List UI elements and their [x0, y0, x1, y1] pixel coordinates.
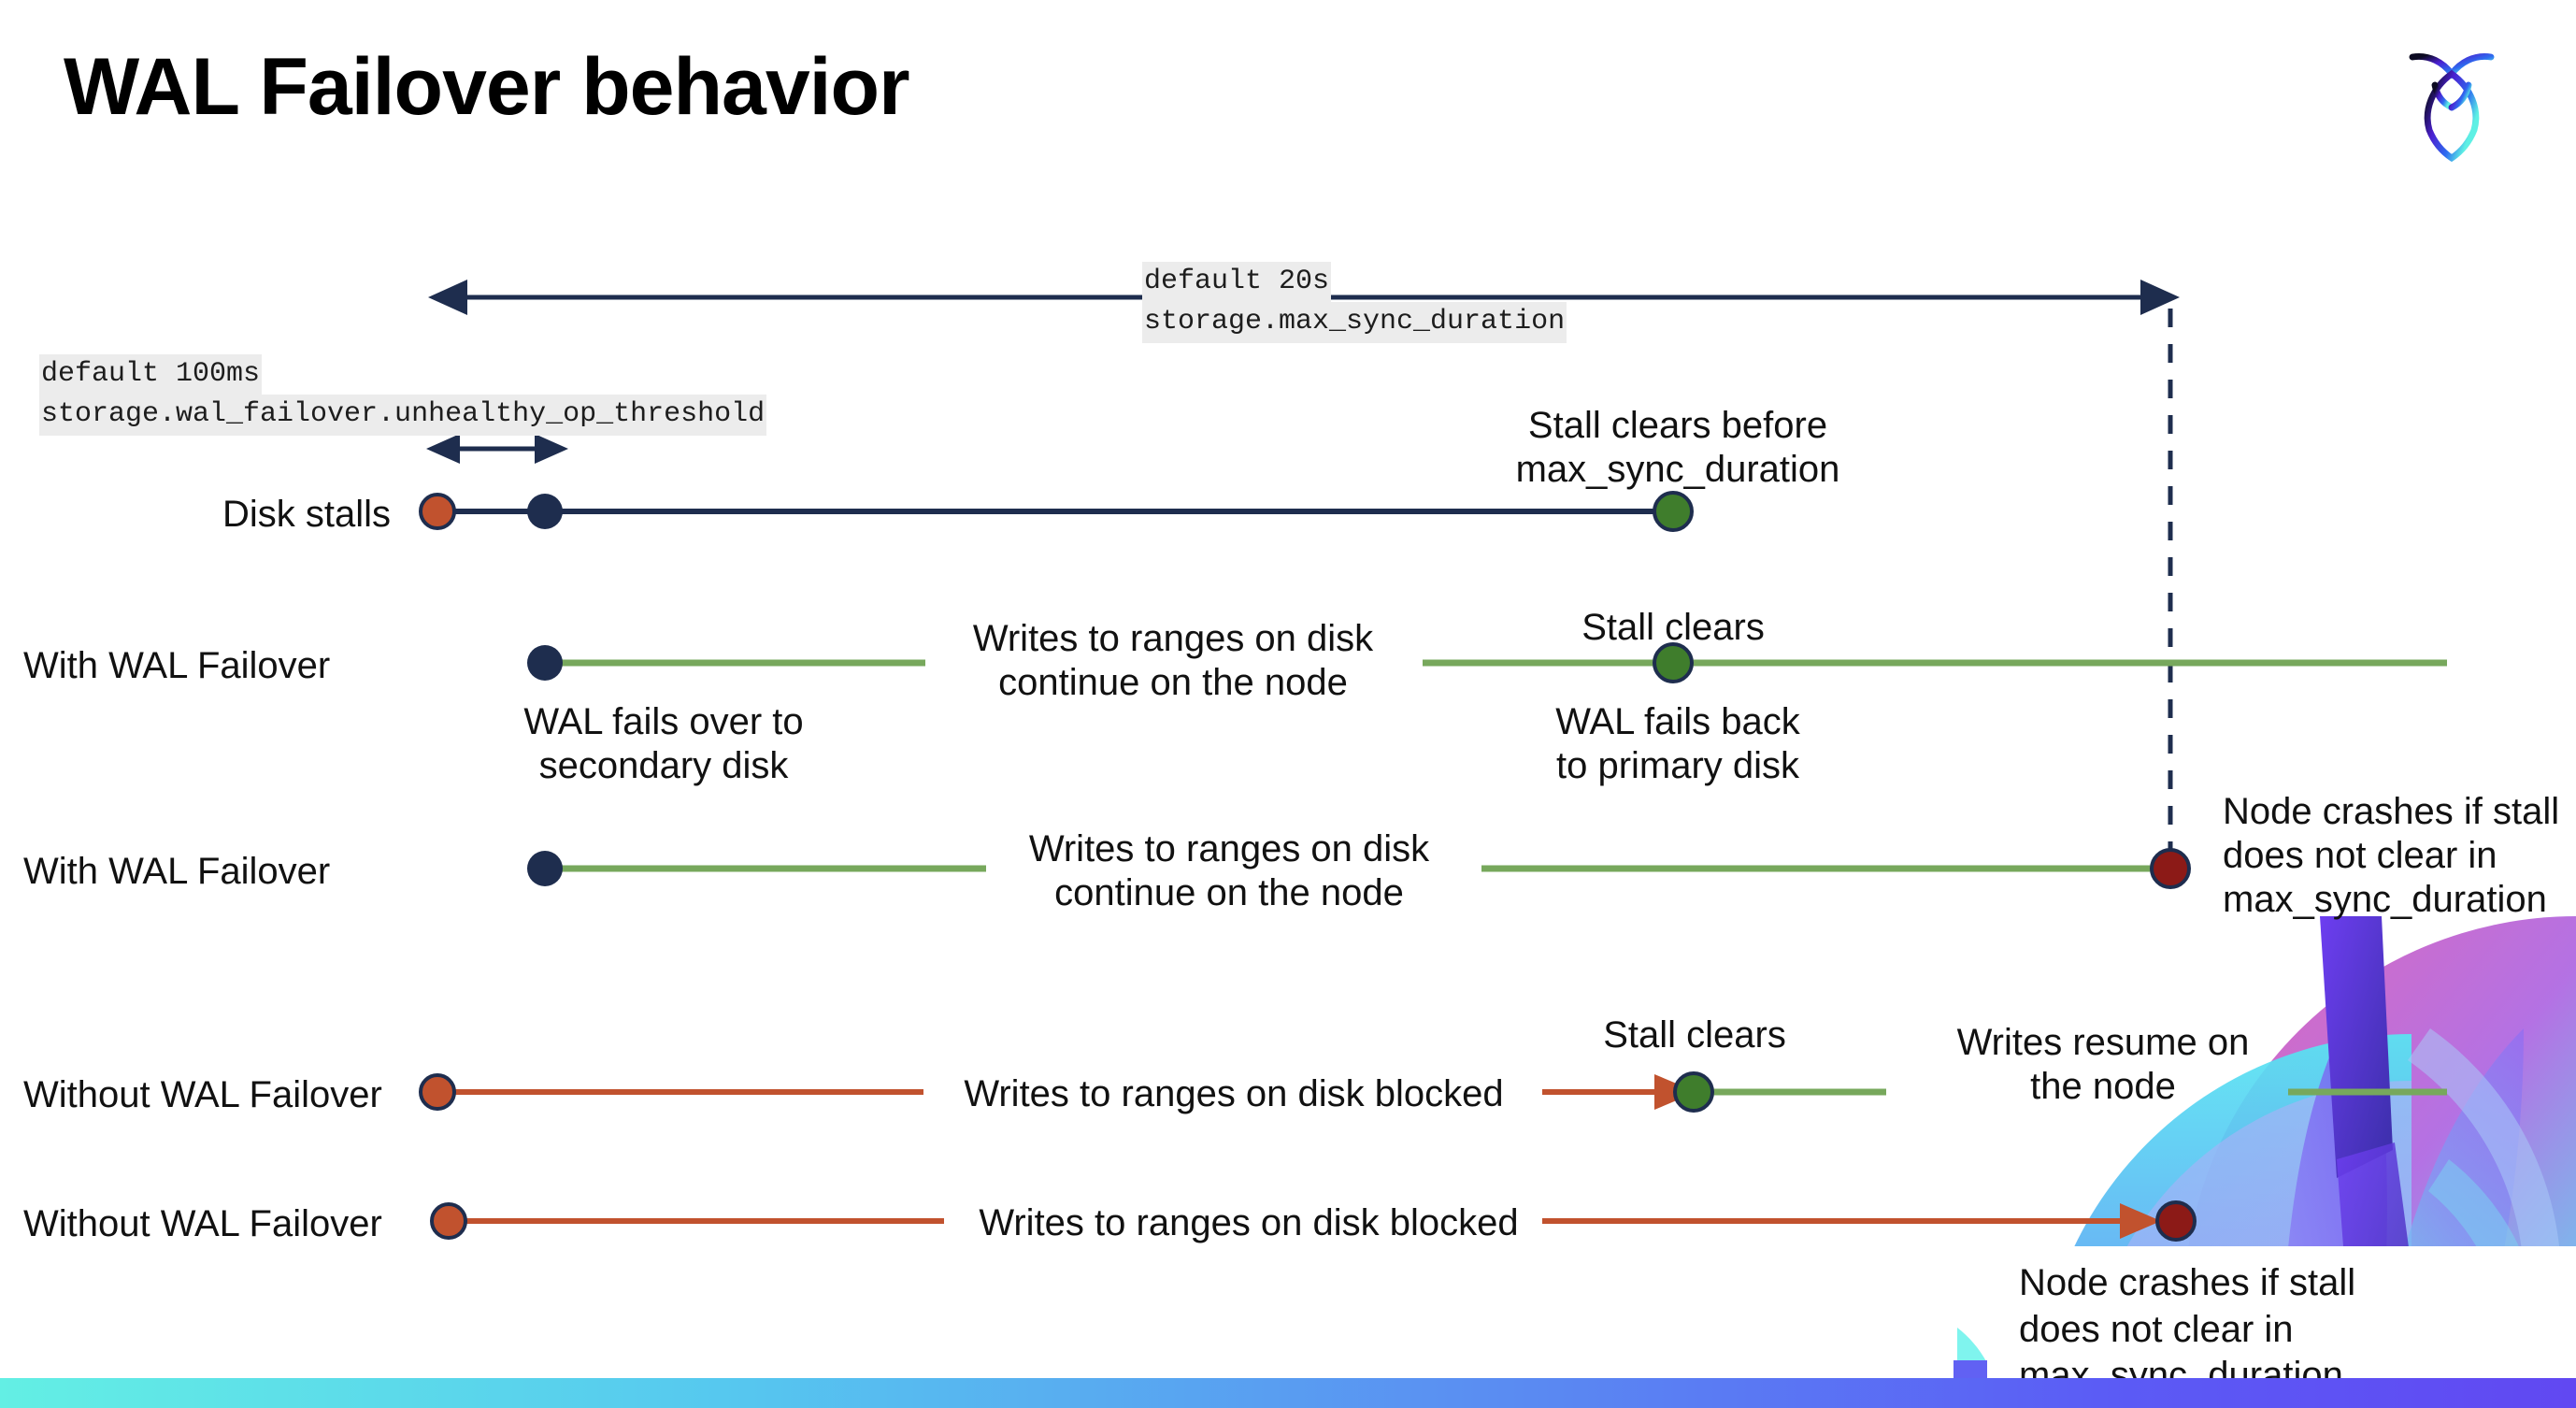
row-with-wal-failover-crashes-track: [527, 848, 2191, 889]
unhealthy-threshold-default-chip: default 100ms: [39, 354, 263, 395]
row-without-wal-failover-recovers-track: [419, 1071, 2447, 1113]
annot-writes-continue-1: Writes to ranges on disk continue on the…: [972, 618, 1374, 704]
marker-failover-start: [527, 645, 563, 681]
unhealthy-threshold-setting-chip: storage.wal_failover.unhealthy_op_thresh…: [39, 395, 767, 436]
marker-stall-clears-green: [1653, 491, 1694, 532]
row-label-disk-stalls: Disk stalls: [222, 494, 392, 535]
annot-wal-fails-back: WAL fails back to primary disk: [1555, 701, 1800, 787]
marker-failover-start-2: [527, 851, 563, 886]
bottom-accent-bar: [0, 1378, 2576, 1408]
annot-stall-clears-before-max-sync: Stall clears before max_sync_duration: [1515, 405, 1840, 491]
unhealthy-threshold-span-arrow: [426, 434, 568, 464]
marker-stall-start-3: [430, 1202, 467, 1240]
marker-node-crash-1: [2150, 848, 2191, 889]
annot-stall-clears-1: Stall clears: [1581, 607, 1765, 648]
row-label-with-wal-failover-2: With WAL Failover: [23, 851, 331, 892]
annot-writes-blocked-1: Writes to ranges on disk blocked: [964, 1073, 1504, 1114]
max-sync-duration-default-chip: default 20s: [1142, 262, 1332, 303]
max-sync-duration-setting-chip: storage.max_sync_duration: [1142, 302, 1567, 343]
annot-writes-resume: Writes resume on the node: [1956, 1022, 2250, 1108]
marker-threshold-crossed: [527, 494, 563, 529]
row-disk-stalls-track: [419, 491, 1694, 532]
annot-writes-blocked-2: Writes to ranges on disk blocked: [979, 1202, 1519, 1243]
row-without-wal-failover-crashes-track: [430, 1200, 2197, 1242]
row-label-without-wal-failover-1: Without WAL Failover: [23, 1074, 382, 1115]
annot-node-crashes-1: Node crashes if stall does not clear in …: [2223, 791, 2560, 921]
marker-stall-start-2: [419, 1073, 456, 1111]
marker-node-crash-2: [2155, 1200, 2197, 1242]
annot-wal-fails-over: WAL fails over to secondary disk: [523, 701, 804, 787]
row-label-without-wal-failover-2: Without WAL Failover: [23, 1203, 382, 1244]
row-label-with-wal-failover-1: With WAL Failover: [23, 645, 331, 686]
cockroachdb-logo: [2409, 52, 2495, 163]
page-title: WAL Failover behavior: [64, 42, 910, 132]
marker-stall-start: [419, 493, 456, 530]
marker-stall-clears-green-3: [1673, 1071, 1714, 1113]
row-with-wal-failover-recovers-track: [527, 642, 2447, 683]
annot-stall-clears-2: Stall clears: [1603, 1014, 1786, 1056]
marker-stall-clears-green-2: [1653, 642, 1694, 683]
annot-writes-continue-2: Writes to ranges on disk continue on the…: [1028, 828, 1430, 914]
